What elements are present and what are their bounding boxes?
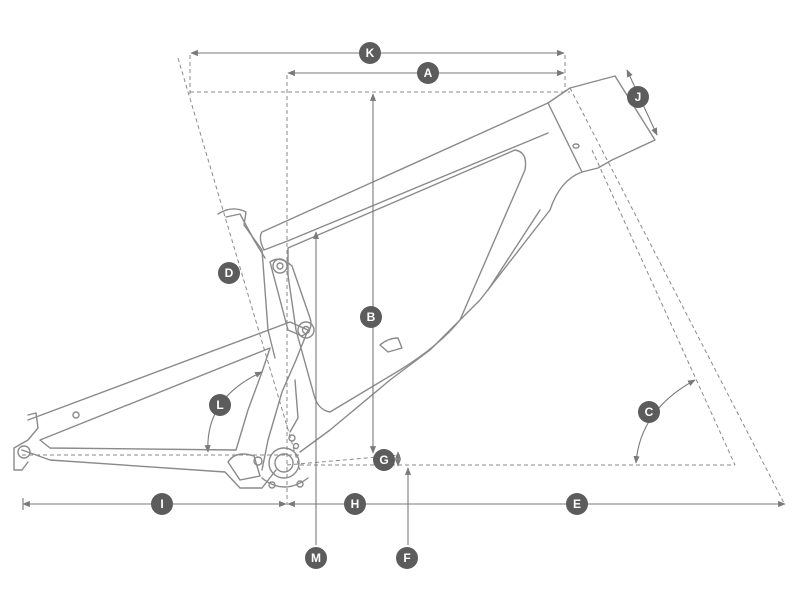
seat-tube-inner	[225, 213, 266, 259]
badge-h: H	[344, 493, 366, 515]
bottom-bracket-inner	[274, 453, 294, 473]
badge-f-label: F	[403, 551, 410, 565]
badge-i: I	[151, 493, 173, 515]
rocker-pivot-inner	[276, 262, 284, 270]
shock-pivot	[297, 321, 315, 339]
badge-j: J	[627, 86, 649, 108]
seat-stay	[27, 321, 309, 471]
head-tube	[547, 75, 656, 173]
badge-i-label: I	[160, 497, 163, 511]
badge-l: L	[209, 394, 231, 416]
bb-bolt-1	[288, 434, 296, 442]
chainstay-yoke	[227, 453, 261, 481]
rocker-link	[269, 258, 312, 337]
badge-e: E	[566, 493, 588, 515]
badge-c-label: C	[645, 405, 654, 419]
bike-frame	[13, 75, 656, 489]
seat-tube	[217, 208, 276, 359]
reference-lines	[22, 55, 786, 506]
dropout-bolt	[72, 411, 80, 419]
badge-k-label: K	[366, 46, 375, 60]
badge-l-label: L	[216, 398, 223, 412]
down-tube-guard	[487, 209, 541, 291]
dimension-arrows	[22, 49, 786, 545]
badge-a: A	[417, 62, 439, 84]
badge-m: M	[305, 547, 327, 569]
head-angle-line	[569, 87, 786, 506]
badge-f: F	[396, 547, 418, 569]
front-triangle-cutout	[287, 149, 527, 413]
fork-line	[591, 149, 736, 466]
down-tube	[299, 171, 583, 453]
badge-j-label: J	[635, 90, 642, 104]
bb-bolt-2	[292, 442, 300, 450]
badge-b-label: B	[367, 310, 376, 324]
badge-h-label: H	[351, 497, 360, 511]
chain-stay	[21, 449, 277, 489]
badge-m-label: M	[311, 551, 321, 565]
top-tube	[259, 102, 549, 251]
badge-e-label: E	[573, 497, 581, 511]
badge-b: B	[360, 306, 382, 328]
bb-guard	[261, 477, 309, 488]
badge-d-label: D	[225, 266, 234, 280]
rear-dropout	[13, 412, 39, 471]
rear-axle	[17, 445, 31, 459]
head-tube-port	[572, 143, 580, 149]
bottom-bracket	[268, 447, 300, 479]
lower-pivot	[253, 456, 263, 466]
badge-d: D	[218, 262, 240, 284]
badge-g-label: G	[379, 453, 388, 467]
rocker-pivot	[272, 258, 288, 274]
badge-g: G	[373, 449, 395, 471]
badge-a-label: A	[424, 66, 433, 80]
shock-mount	[379, 337, 403, 353]
badge-c: C	[638, 401, 660, 423]
rear-triangle-cutout	[39, 347, 271, 451]
badge-k: K	[359, 42, 381, 64]
seat-tube-lower	[289, 379, 299, 433]
